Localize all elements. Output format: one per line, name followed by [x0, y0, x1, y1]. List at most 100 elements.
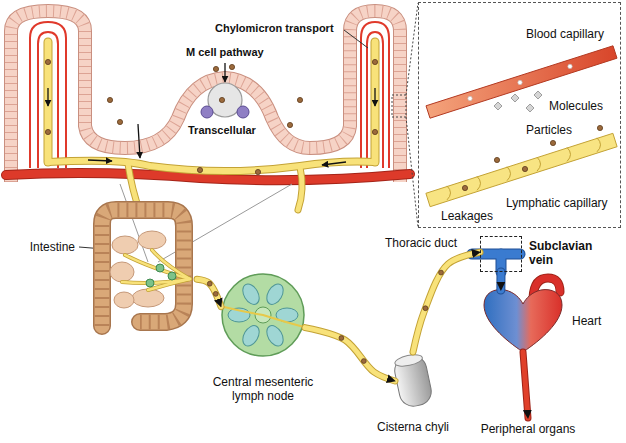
villus-capillaries — [30, 22, 66, 168]
lymph-node-illustration — [263, 281, 286, 307]
intestine-illustration — [152, 250, 190, 279]
blood-capillary-tube — [568, 64, 572, 68]
lymph-node-illustration — [239, 281, 262, 307]
heart-organ: Heart — [482, 290, 564, 352]
intestine-illustration — [112, 236, 138, 254]
particle-dot — [117, 119, 122, 124]
m-cell — [237, 106, 249, 118]
villus-epithelium — [11, 11, 400, 182]
intestine-organ: Intestine — [85, 200, 197, 332]
lymphatic-capillary-tube — [507, 167, 511, 181]
lymphatic-capillary-tube — [426, 133, 617, 206]
lacteal-vessel — [298, 167, 302, 210]
pathway-label: Transcellular — [188, 124, 256, 137]
lacteal-vessel — [371, 42, 380, 162]
intestine-illustration — [168, 272, 176, 280]
heart-illustration — [484, 278, 562, 352]
lymphatic-capillary-tube — [537, 157, 541, 171]
vessel-core — [305, 328, 395, 381]
particle-dot — [197, 167, 202, 172]
particle-dot — [287, 122, 292, 127]
leader-line — [344, 30, 368, 48]
particle-dot — [297, 97, 302, 102]
lymphatic-capillary-tube — [426, 133, 617, 206]
lymph-vessel-connector — [305, 328, 395, 381]
particle-dot — [372, 59, 377, 64]
lymph-node-illustration — [224, 307, 304, 327]
particle-dot — [45, 59, 50, 64]
organ-label: Subclavian vein — [529, 239, 592, 267]
particle-dot — [207, 281, 212, 286]
intestine-illustration — [122, 250, 190, 290]
lacteal-vessel — [48, 42, 375, 212]
inset-label: Leakages — [441, 209, 493, 223]
lacteal-vessel — [48, 161, 375, 171]
flow-arrow — [88, 160, 112, 161]
flow-arrow — [47, 88, 48, 106]
intestine-illustration — [125, 255, 190, 279]
lymph-vessel-connector — [197, 279, 221, 306]
intestine-illustration — [125, 255, 190, 279]
lymph-node-illustration — [263, 323, 286, 349]
molecule-diamond — [511, 94, 519, 102]
villus-epithelium — [11, 11, 400, 182]
particle-dot — [339, 336, 344, 341]
particle-dot — [494, 157, 499, 162]
molecule-diamond — [534, 91, 542, 99]
villus-epithelium — [11, 11, 400, 182]
particle-dot — [522, 166, 527, 171]
particle-dot — [255, 169, 260, 174]
subclavian-vein-box: Subclavian vein — [480, 236, 522, 272]
organ-label: Intestine — [30, 240, 75, 254]
detail-callout — [406, 3, 418, 95]
blood-capillary-tube — [518, 80, 522, 84]
inset-label: Lymphatic capillary — [506, 196, 608, 210]
molecule-diamond — [494, 91, 542, 112]
vessel-outline — [305, 328, 395, 381]
lymph-vessel-connector — [413, 252, 480, 352]
lacteal-vessel — [44, 42, 53, 162]
intestine-illustration — [146, 264, 176, 287]
villus-capillaries — [30, 22, 389, 168]
intestine-illustration — [110, 231, 166, 308]
m-cell — [201, 83, 249, 118]
pathway-label: M cell pathway — [186, 46, 264, 59]
particle-dot — [597, 125, 602, 130]
intestine-illustration — [152, 250, 190, 279]
lymph-node-illustration — [222, 274, 304, 356]
lymph-node-illustration — [222, 274, 304, 356]
blood-capillary-tube — [468, 96, 472, 100]
flow-arrow — [138, 124, 140, 158]
inset-label: Blood capillary — [526, 27, 604, 41]
particle-dot — [213, 66, 218, 71]
vessel-core — [523, 352, 528, 418]
lacteal-vessel — [298, 167, 302, 210]
flow-arrow — [48, 63, 590, 165]
cisterna-chyli: Cisterna chyli — [395, 352, 431, 410]
detail-callout — [392, 3, 418, 227]
inset-panel: Blood capillaryMoleculesParticlesLeakage… — [418, 2, 621, 228]
particle-dot — [107, 97, 112, 102]
vessel-outline — [197, 279, 221, 306]
flow-arrow — [374, 88, 375, 106]
detail-callout — [406, 117, 418, 227]
particle-dot — [550, 140, 555, 145]
lymphatic-capillary-tube — [447, 186, 451, 200]
intestine-illustration — [138, 231, 166, 249]
cisterna-illustration — [394, 353, 423, 369]
lymphatic-capillary-tube — [567, 147, 571, 161]
particle-dot — [45, 59, 602, 190]
lymphatic-capillary-tube — [477, 176, 481, 190]
vessel-label: Thoracic duct — [385, 236, 457, 250]
detail-callout — [392, 95, 406, 117]
lymph-vessel-connector — [500, 272, 501, 290]
villus-epithelium — [11, 11, 400, 182]
connector-group — [197, 252, 528, 418]
heart-illustration — [484, 290, 562, 352]
particle-dot — [219, 97, 224, 102]
villus-capillaries — [367, 32, 383, 168]
flow-arrow — [224, 63, 225, 82]
vessel-outline — [496, 272, 505, 290]
villus-capillaries — [361, 22, 389, 168]
